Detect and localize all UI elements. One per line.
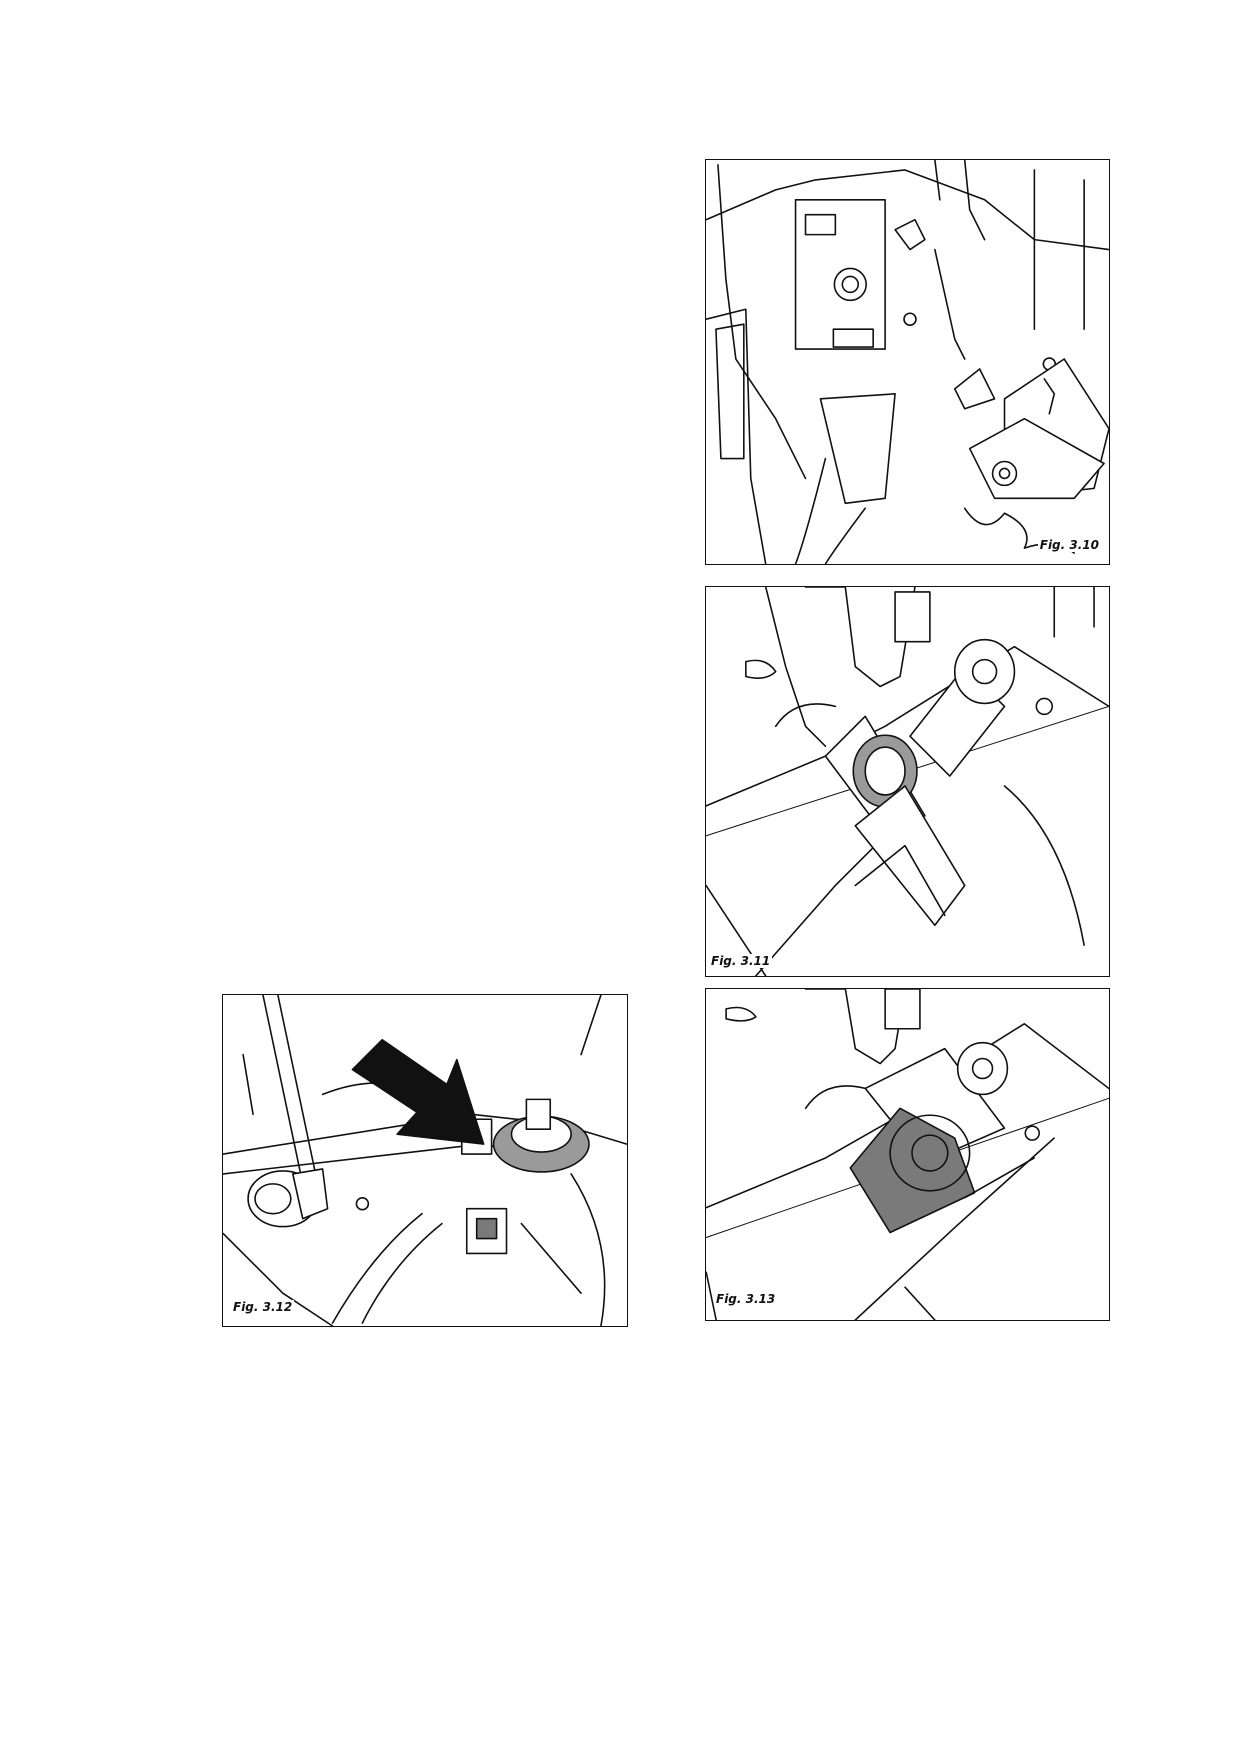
figure-3-12: Fig. 3.12 [222,994,628,1327]
figure-caption: Fig. 3.13 [714,1292,778,1306]
figure-3-13: Fig. 3.13 [705,988,1110,1321]
figure-caption: Fig. 3.10 [1037,538,1101,552]
figure-3-11: Fig. 3.11 [705,586,1110,977]
figure-3-11-drawing [706,587,1109,976]
figure-caption: Fig. 3.11 [709,954,773,968]
figure-caption: Fig. 3.12 [231,1300,295,1314]
figure-3-12-drawing [223,995,627,1326]
figure-3-10: Fig. 3.10 [705,159,1110,565]
figure-3-10-drawing [706,160,1109,564]
figure-3-13-drawing [706,989,1109,1320]
